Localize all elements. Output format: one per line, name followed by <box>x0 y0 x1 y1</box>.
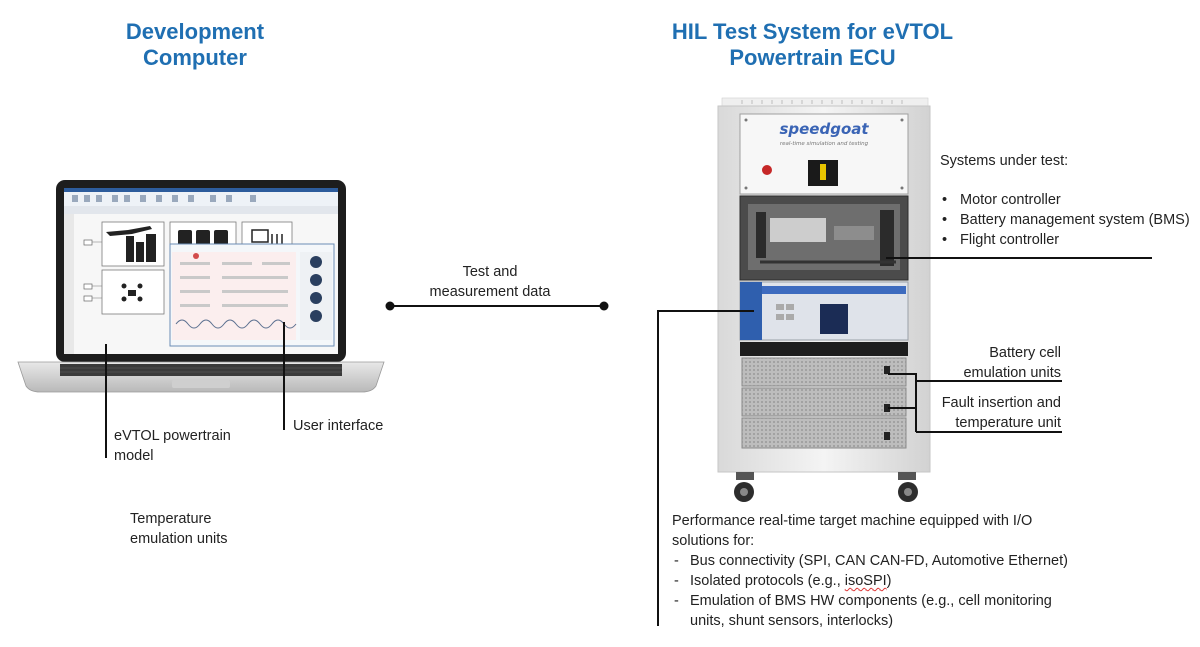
hil-test-system-title: HIL Test System for eVTOL Powertrain ECU <box>640 19 985 71</box>
io-item-bus-connectivity: Bus connectivity (SPI, CAN CAN-FD, Autom… <box>672 551 1142 571</box>
title-line: Powertrain ECU <box>729 45 896 70</box>
aircraft-icon <box>106 226 156 262</box>
label-line: Fault insertion and <box>941 395 1061 411</box>
temperature-emulation-label: Temperature emulation units <box>130 509 228 549</box>
io-item-bms-emulation-continued: units, shunt sensors, interlocks) <box>690 613 894 629</box>
hil-rack: speedgoat real-time simulation and testi… <box>717 97 931 502</box>
power-switch-lever <box>820 164 826 180</box>
label-line: emulation units <box>963 365 1061 381</box>
callout-lines <box>105 257 1152 626</box>
ui-gauges <box>310 256 322 322</box>
sut-item-motor-controller: Motor controller <box>940 190 1190 210</box>
speedgoat-tagline: real-time simulation and testing <box>780 141 869 147</box>
link-endpoint <box>385 301 395 311</box>
io-item-text: Isolated protocols (e.g., <box>690 573 845 589</box>
title-line: Development <box>125 19 265 44</box>
evtol-model-label: eVTOL powertrain model <box>114 426 231 466</box>
signal-wires <box>92 241 102 299</box>
drone-icon <box>121 283 143 302</box>
unit-indicators <box>884 366 890 440</box>
title-line: Computer <box>143 45 247 70</box>
systems-under-test-list: Motor controller Battery management syst… <box>940 190 1190 250</box>
measurement-data-label: Test and measurement data <box>420 262 560 302</box>
rack-vent-slots <box>741 100 903 104</box>
label-line: model <box>114 448 154 464</box>
ui-waveform <box>175 319 297 329</box>
battery-cell-label: Battery cell emulation units <box>920 343 1061 383</box>
emergency-stop-button[interactable] <box>762 165 772 175</box>
label-line: measurement data <box>429 284 551 300</box>
ui-panel-inner <box>172 252 296 340</box>
toolbar-ribbon <box>64 188 338 206</box>
laptop-keyboard <box>60 364 342 376</box>
label-line: emulation units <box>130 531 228 547</box>
io-item-isolated-protocols: Isolated protocols (e.g., isoSPI) <box>672 571 1142 591</box>
target-callout-line <box>657 310 754 626</box>
cable-tray <box>740 342 908 356</box>
rack-screws <box>744 118 904 190</box>
user-interface-label: User interface <box>293 418 384 434</box>
target-cable <box>820 304 848 334</box>
link-endpoints <box>385 301 609 311</box>
ecu-harness <box>756 212 766 258</box>
ecu-connector <box>834 226 874 240</box>
rack-top-vent <box>721 97 929 107</box>
battery-emulation-unit <box>741 387 907 417</box>
laptop-trackpad <box>172 380 230 388</box>
target-machine-band <box>762 286 906 294</box>
palette-strip <box>64 214 74 354</box>
battery-bracket <box>888 373 917 409</box>
port-blocks <box>83 239 93 302</box>
label-line: Temperature <box>130 511 212 527</box>
label-line: Battery cell <box>989 345 1061 361</box>
io-item-text: ) <box>886 573 892 589</box>
label-line: temperature unit <box>955 415 1061 431</box>
battery-emulation-unit <box>741 357 907 387</box>
toolbar-strip <box>64 188 338 192</box>
ui-indicator <box>193 253 199 259</box>
sut-item-flight-controller: Flight controller <box>940 230 1190 250</box>
speedgoat-logo: speedgoat <box>779 120 869 138</box>
sut-item-bms: Battery management system (BMS) <box>940 210 1190 230</box>
fault-insertion-unit <box>741 417 907 449</box>
label-line: Test and <box>462 264 518 280</box>
label-line: eVTOL powertrain <box>114 428 231 444</box>
laptop <box>17 180 385 393</box>
fault-insertion-label: Fault insertion and temperature unit <box>920 393 1061 433</box>
toolbar-icons <box>72 195 256 202</box>
io-item-bms-emulation: Emulation of BMS HW components (e.g., ce… <box>672 591 1142 611</box>
systems-under-test-heading: Systems under test: <box>940 153 1069 169</box>
ecu-board <box>770 218 826 242</box>
io-item-text: isoSPI <box>844 573 887 589</box>
rack-casters <box>734 472 918 502</box>
title-line: HIL Test System for eVTOL <box>671 19 954 44</box>
label-line: Performance real-time target machine equ… <box>672 513 1033 529</box>
label-line: solutions for: <box>672 533 755 549</box>
ui-controls <box>180 262 290 307</box>
ecu-harness <box>880 210 894 266</box>
performance-machine-label: Performance real-time target machine equ… <box>672 511 1142 631</box>
target-ports <box>776 304 794 320</box>
link-endpoint <box>599 301 609 311</box>
development-computer-title: Development Computer <box>95 19 295 71</box>
tab-strip <box>64 206 338 214</box>
